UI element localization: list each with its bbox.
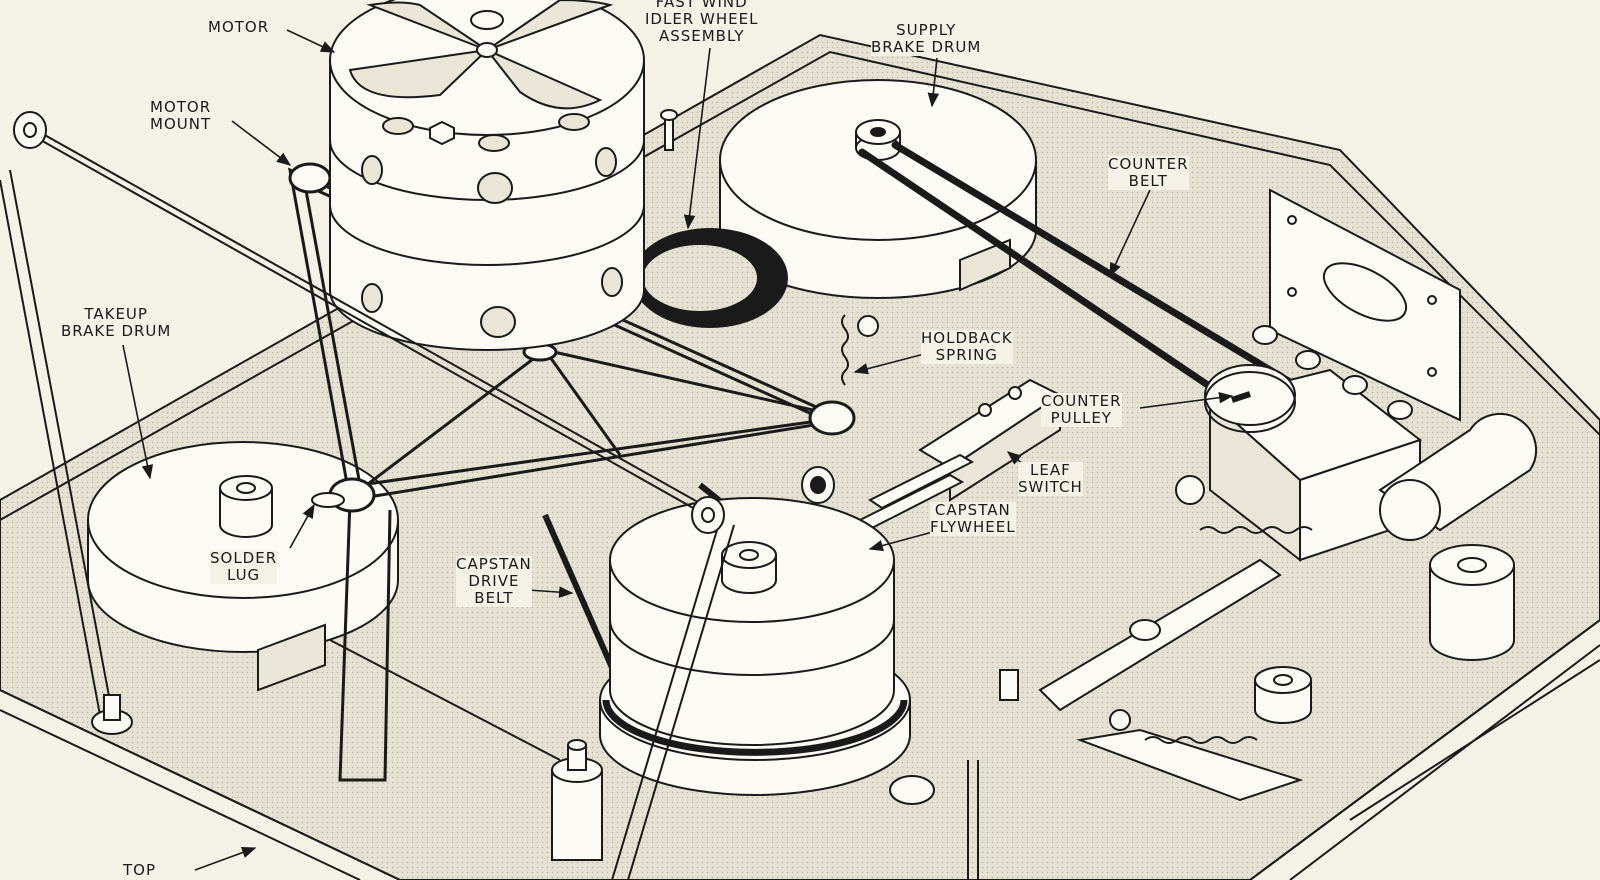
solder-lug — [311, 492, 345, 508]
guide-rod-main — [0, 111, 735, 880]
fast-wind-idler-wheel — [632, 228, 788, 328]
lower-posts — [551, 739, 979, 880]
reel-spindle-right — [1429, 544, 1515, 661]
capstan-flywheel — [599, 497, 911, 796]
tension-spring — [1109, 475, 1313, 744]
counter-screws — [1252, 325, 1413, 420]
pinch-roller — [1378, 412, 1538, 541]
label-motor: MOTOR — [208, 18, 270, 36]
leaf-switch — [858, 378, 1062, 530]
supply-brake-shoe — [959, 238, 1011, 292]
counter-bracket — [1269, 188, 1461, 422]
takeup-brake-shoe — [257, 623, 326, 692]
motor-fan — [348, 0, 614, 110]
takeup-brake-drum — [87, 441, 399, 653]
idler-post — [660, 109, 835, 504]
label-top: TOP — [123, 861, 157, 879]
spindle-small — [1254, 666, 1312, 724]
counter-body — [1204, 364, 1423, 563]
holdback-spring-drawing — [841, 314, 879, 386]
counter-belt — [858, 141, 1294, 404]
brake-lever — [999, 558, 1304, 802]
leader-lines — [122, 29, 1234, 871]
